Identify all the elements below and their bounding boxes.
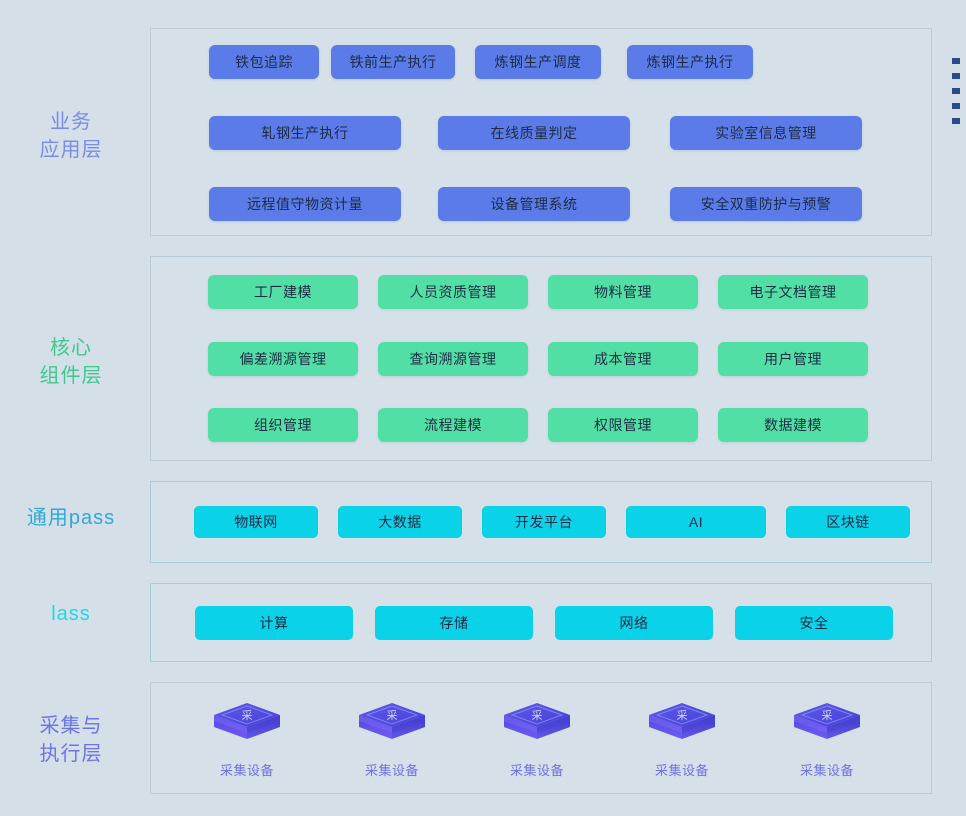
panel-collect-layer: 采 采集设备 采 xyxy=(150,682,932,794)
panel-business-layer: 铁包追踪 铁前生产执行 炼钢生产调度 炼钢生产执行 轧钢生产执行 在线质量判定 … xyxy=(150,28,932,236)
chip-row: 工厂建模 人员资质管理 物料管理 电子文档管理 xyxy=(151,275,931,309)
device-3[interactable]: 采 采集设备 xyxy=(641,697,723,779)
chip-paas-3[interactable]: AI xyxy=(626,506,766,538)
chip-core-2-3[interactable]: 数据建模 xyxy=(718,408,868,442)
chip-core-2-1[interactable]: 流程建模 xyxy=(378,408,528,442)
chip-business-0-1[interactable]: 铁前生产执行 xyxy=(331,45,455,79)
device-2[interactable]: 采 采集设备 xyxy=(496,697,578,779)
layer-label-paas: 通用pass xyxy=(26,507,116,529)
chip-row: 组织管理 流程建模 权限管理 数据建模 xyxy=(151,408,931,442)
chip-row: 物联网 大数据 开发平台 AI 区块链 xyxy=(151,506,931,538)
device-label: 采集设备 xyxy=(364,763,419,778)
device-row: 采 采集设备 采 xyxy=(151,697,931,779)
chip-iaas-0[interactable]: 计算 xyxy=(195,605,353,640)
chip-business-0-3[interactable]: 炼钢生产执行 xyxy=(627,45,753,79)
chip-row: 铁包追踪 铁前生产执行 炼钢生产调度 炼钢生产执行 xyxy=(151,45,931,79)
chip-row: 计算 存储 网络 安全 xyxy=(151,605,931,640)
chip-row: 偏差溯源管理 查询溯源管理 成本管理 用户管理 xyxy=(151,341,931,376)
device-glyph: 采 xyxy=(822,709,833,722)
side-marker-list xyxy=(952,58,960,124)
side-marker-3 xyxy=(952,103,960,109)
device-glyph: 采 xyxy=(387,709,398,722)
chip-business-1-0[interactable]: 轧钢生产执行 xyxy=(209,116,401,150)
chip-business-1-1[interactable]: 在线质量判定 xyxy=(438,116,630,150)
device-glyph: 采 xyxy=(532,709,543,722)
chip-row: 远程值守物资计量 设备管理系统 安全双重防护与预警 xyxy=(151,187,931,221)
chip-core-0-3[interactable]: 电子文档管理 xyxy=(718,275,868,309)
panel-paas-layer: 物联网 大数据 开发平台 AI 区块链 xyxy=(150,481,932,563)
device-label: 采集设备 xyxy=(509,763,564,778)
collection-device-icon: 采 xyxy=(788,697,866,755)
device-label: 采集设备 xyxy=(654,763,709,778)
chip-iaas-3[interactable]: 安全 xyxy=(735,605,893,640)
collection-device-icon: 采 xyxy=(208,697,286,755)
layer-label-core: 核心 组件层 xyxy=(39,337,103,387)
layer-label-iaas: lass xyxy=(51,603,91,625)
chip-business-2-1[interactable]: 设备管理系统 xyxy=(438,187,630,221)
device-label: 采集设备 xyxy=(219,763,274,778)
collection-device-icon: 采 xyxy=(353,697,431,755)
device-0[interactable]: 采 采集设备 xyxy=(206,697,288,779)
chip-paas-2[interactable]: 开发平台 xyxy=(482,506,606,538)
chip-paas-0[interactable]: 物联网 xyxy=(194,506,318,538)
chip-business-0-2[interactable]: 炼钢生产调度 xyxy=(475,45,601,79)
device-4[interactable]: 采 采集设备 xyxy=(786,697,868,779)
chip-core-1-0[interactable]: 偏差溯源管理 xyxy=(208,341,358,376)
chip-business-2-0[interactable]: 远程值守物资计量 xyxy=(209,187,401,221)
chip-business-0-0[interactable]: 铁包追踪 xyxy=(209,45,319,79)
chip-paas-1[interactable]: 大数据 xyxy=(338,506,462,538)
side-marker-2 xyxy=(952,88,960,94)
chip-row: 轧钢生产执行 在线质量判定 实验室信息管理 xyxy=(151,116,931,150)
chip-core-2-0[interactable]: 组织管理 xyxy=(208,408,358,442)
collection-device-icon: 采 xyxy=(643,697,721,755)
layer-label-business: 业务 应用层 xyxy=(39,111,103,161)
device-1[interactable]: 采 采集设备 xyxy=(351,697,433,779)
chip-core-0-1[interactable]: 人员资质管理 xyxy=(378,275,528,309)
device-glyph: 采 xyxy=(677,709,688,722)
chip-paas-4[interactable]: 区块链 xyxy=(786,506,910,538)
side-marker-1 xyxy=(952,73,960,79)
device-label: 采集设备 xyxy=(799,763,854,778)
chip-core-1-1[interactable]: 查询溯源管理 xyxy=(378,341,528,376)
chip-business-2-2[interactable]: 安全双重防护与预警 xyxy=(670,187,862,221)
side-marker-4 xyxy=(952,118,960,124)
panel-iaas-layer: 计算 存储 网络 安全 xyxy=(150,583,932,662)
layer-label-collect: 采集与 执行层 xyxy=(39,715,103,765)
chip-iaas-2[interactable]: 网络 xyxy=(555,605,713,640)
chip-business-1-2[interactable]: 实验室信息管理 xyxy=(670,116,862,150)
chip-core-1-2[interactable]: 成本管理 xyxy=(548,341,698,376)
collection-device-icon: 采 xyxy=(498,697,576,755)
side-marker-0 xyxy=(952,58,960,64)
panel-core-layer: 工厂建模 人员资质管理 物料管理 电子文档管理 偏差溯源管理 查询溯源管理 成本… xyxy=(150,256,932,461)
chip-core-2-2[interactable]: 权限管理 xyxy=(548,408,698,442)
chip-core-0-0[interactable]: 工厂建模 xyxy=(208,275,358,309)
chip-iaas-1[interactable]: 存储 xyxy=(375,605,533,640)
chip-core-0-2[interactable]: 物料管理 xyxy=(548,275,698,309)
device-glyph: 采 xyxy=(242,709,253,722)
chip-core-1-3[interactable]: 用户管理 xyxy=(718,341,868,376)
